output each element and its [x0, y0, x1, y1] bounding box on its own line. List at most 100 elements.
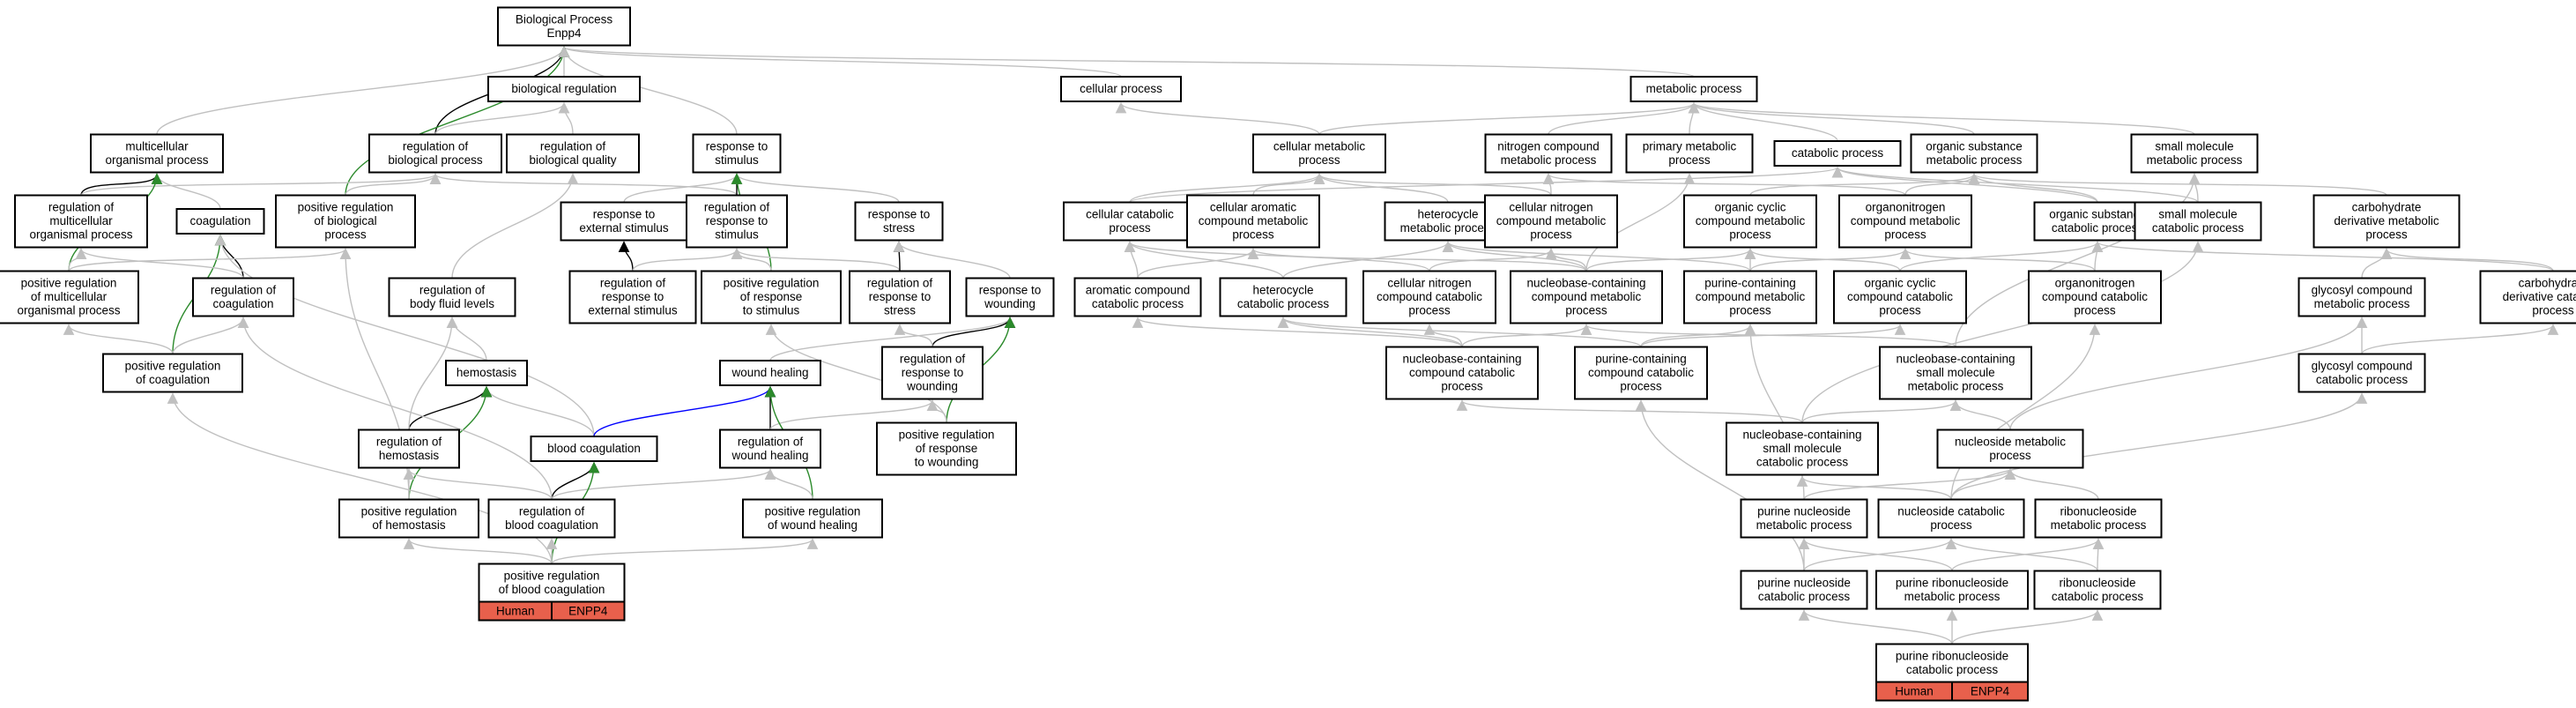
go-term-label-line: hemostasis — [457, 366, 517, 379]
go-term-label-line: organic substance — [2049, 208, 2146, 221]
go-term-box — [1740, 498, 1868, 539]
go-term-label-line: compound metabolic — [1532, 290, 1642, 303]
go-term-node-breg[interactable]: biological regulation — [487, 76, 641, 102]
edge-is-a — [1442, 241, 1587, 272]
go-term-node-cellproc[interactable]: cellular process — [1060, 76, 1182, 102]
edge-is-a — [1803, 468, 2016, 500]
go-term-label-line: regulation of — [738, 436, 804, 449]
go-term-label-line: positive regulation — [125, 360, 221, 373]
go-term-node-woundheal[interactable]: wound healing — [719, 360, 821, 386]
go-term-node-hemo[interactable]: hemostasis — [445, 360, 528, 386]
edge-is-a — [408, 317, 458, 430]
go-term-label-line: regulation of — [540, 140, 606, 153]
edge-is-a — [237, 317, 553, 500]
go-term-label-line: purine nucleoside — [1757, 577, 1851, 590]
go-term-label-line: biological process — [388, 153, 483, 167]
go-term-label-line: heterocycle — [1417, 208, 1478, 221]
go-term-label-line: regulation of — [867, 277, 933, 290]
go-term-label-line: process — [1729, 228, 1771, 242]
go-term-node-catab[interactable]: catabolic process — [1773, 140, 1902, 167]
edge-is-a — [1585, 173, 1696, 272]
edge-is-a — [1798, 538, 1953, 571]
go-term-label-line: ribonucleoside — [2060, 505, 2136, 518]
edge-is-a — [1115, 101, 1320, 135]
go-term-label-line: nucleobase-containing — [1526, 277, 1645, 290]
go-term-node-metab[interactable]: metabolic process — [1629, 76, 1758, 102]
go-term-box — [1385, 346, 1539, 400]
go-term-box — [1877, 498, 2025, 539]
edges-layer — [63, 46, 2559, 645]
edge-is-a — [434, 101, 570, 135]
go-term-box — [742, 498, 883, 539]
edge-is-a — [1442, 241, 1751, 272]
go-term-label-line: of hemostasis — [372, 518, 446, 532]
go-term-box — [2034, 498, 2163, 539]
gene-badge — [1951, 681, 2029, 702]
edge-is-a — [1899, 248, 2096, 272]
go-term-node-bloodcoag[interactable]: blood coagulation — [530, 436, 658, 462]
go-term-label-line: Enpp4 — [546, 26, 582, 40]
go-term-node-coag[interactable]: coagulation — [175, 208, 265, 235]
